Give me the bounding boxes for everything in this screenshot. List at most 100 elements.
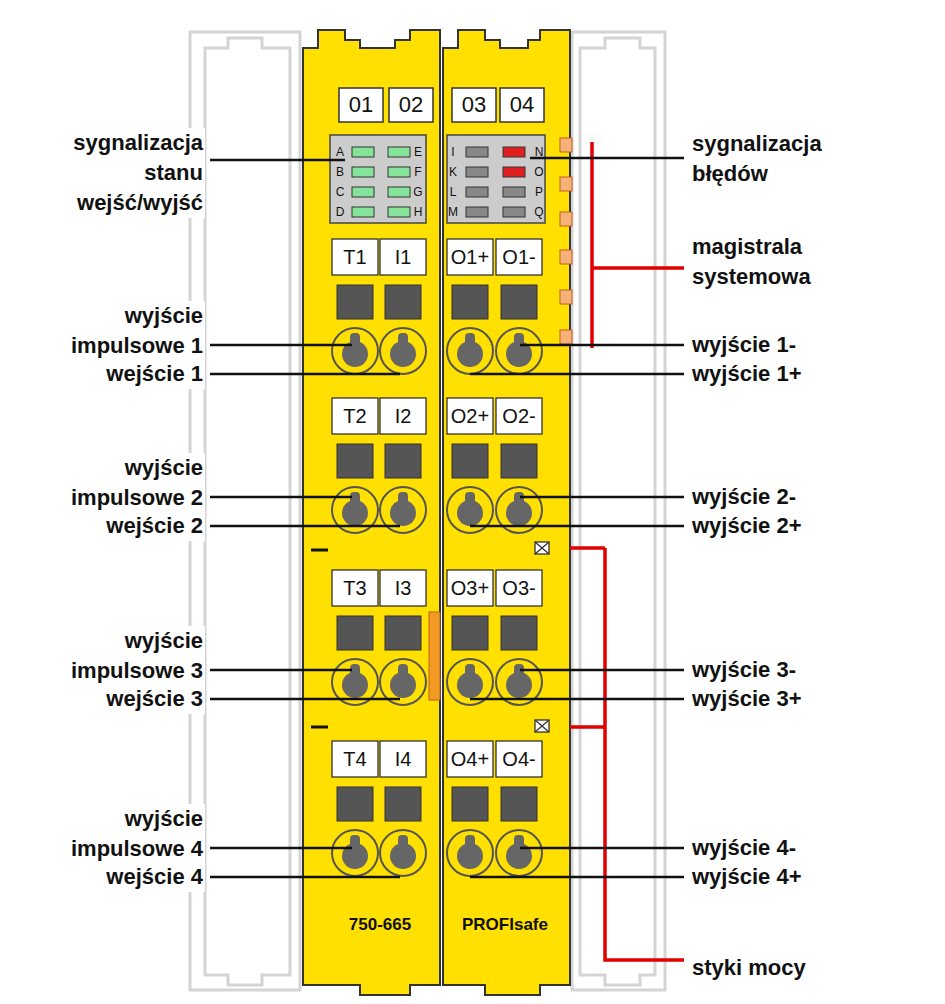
release-button bbox=[337, 285, 373, 319]
leader-line bbox=[210, 344, 352, 347]
clamp-opening bbox=[447, 328, 493, 374]
status-led bbox=[388, 167, 410, 177]
release-button bbox=[452, 616, 488, 650]
clamp-opening bbox=[380, 328, 426, 374]
led-letter: A bbox=[333, 144, 347, 160]
terminal-marker bbox=[332, 398, 378, 434]
clamp-opening bbox=[447, 830, 493, 876]
callout-text: wyjście impulsowe 3 bbox=[35, 626, 205, 686]
terminal-marker bbox=[447, 570, 493, 606]
leader-line bbox=[210, 876, 400, 879]
led-letter: K bbox=[446, 164, 460, 180]
clamp-slot bbox=[350, 492, 360, 506]
led-panel bbox=[447, 135, 545, 223]
leader-line bbox=[470, 876, 684, 879]
led-letter: I bbox=[446, 144, 460, 160]
terminal-name: O1- bbox=[496, 244, 542, 270]
callout-text: wyjście 3- bbox=[690, 655, 930, 685]
callout-text: wejście 4 bbox=[35, 862, 205, 892]
bus-contact bbox=[560, 138, 572, 344]
callout-text: wyjście 4- bbox=[690, 833, 930, 863]
release-button bbox=[337, 787, 373, 821]
led-letter: C bbox=[333, 184, 347, 200]
release-button bbox=[501, 444, 537, 478]
leader-line bbox=[520, 496, 684, 499]
clamp-opening bbox=[496, 328, 542, 374]
terminal-name: T1 bbox=[332, 244, 378, 270]
led-letter: H bbox=[411, 204, 425, 220]
terminal-marker bbox=[496, 570, 542, 606]
terminal-marker bbox=[380, 398, 426, 434]
callout-text: sygnalizacja błędów bbox=[690, 129, 890, 189]
error-led bbox=[503, 167, 525, 177]
release-button bbox=[452, 787, 488, 821]
module-body bbox=[303, 30, 570, 995]
clamp-opening bbox=[380, 830, 426, 876]
release-button bbox=[501, 616, 537, 650]
error-led bbox=[503, 207, 525, 217]
leader-line bbox=[520, 669, 684, 672]
terminal-name: O4- bbox=[496, 746, 542, 772]
terminal-marker bbox=[447, 239, 493, 275]
bracket bbox=[570, 142, 684, 960]
callout-text: wejście 3 bbox=[35, 684, 205, 714]
release-button bbox=[337, 444, 373, 478]
status-led bbox=[388, 147, 410, 157]
number-box bbox=[339, 88, 544, 122]
led-letter: D bbox=[333, 204, 347, 220]
leader-line bbox=[520, 344, 684, 347]
terminal-marker bbox=[447, 741, 493, 777]
power-contact bbox=[535, 542, 549, 732]
power-jumper bbox=[429, 612, 440, 700]
callout-text: wyjście 1- bbox=[690, 330, 930, 360]
callout-text: wyjście 4+ bbox=[690, 862, 930, 892]
terminal-marker bbox=[380, 239, 426, 275]
callout-text: wyjście 3+ bbox=[690, 684, 930, 714]
tick-mark bbox=[311, 550, 328, 727]
status-led bbox=[388, 187, 410, 197]
leader-line bbox=[470, 698, 684, 701]
leader-line bbox=[210, 373, 400, 376]
clamp-slot bbox=[465, 333, 475, 347]
callout-text: magistrala systemowa bbox=[690, 232, 890, 292]
clamp-slot bbox=[465, 492, 475, 506]
terminal-group bbox=[332, 239, 542, 876]
release-button bbox=[452, 444, 488, 478]
led-letter: L bbox=[446, 184, 460, 200]
callout-text: wyjście 2+ bbox=[690, 511, 930, 541]
leader-line bbox=[210, 669, 352, 672]
led-letter: M bbox=[446, 204, 460, 220]
terminal-name: I3 bbox=[380, 575, 426, 601]
leader-line bbox=[210, 525, 400, 528]
callout-text: wejście 2 bbox=[35, 511, 205, 541]
clamp-opening bbox=[332, 328, 378, 374]
terminal-name: O2- bbox=[496, 403, 542, 429]
callout-text: wyjście impulsowe 2 bbox=[35, 453, 205, 513]
clamp-slot bbox=[398, 492, 408, 506]
terminal-name: T4 bbox=[332, 746, 378, 772]
callout-text: styki mocy bbox=[690, 953, 930, 983]
release-button bbox=[385, 616, 421, 650]
leader-line bbox=[210, 847, 352, 850]
release-button bbox=[385, 444, 421, 478]
terminal-name: O4+ bbox=[447, 746, 493, 772]
callout-text: wyjście impulsowe 4 bbox=[35, 804, 205, 864]
status-led bbox=[352, 187, 374, 197]
led-panel bbox=[330, 135, 426, 223]
release-button bbox=[385, 285, 421, 319]
clamp-opening bbox=[332, 830, 378, 876]
status-led bbox=[388, 207, 410, 217]
terminal-marker bbox=[496, 398, 542, 434]
module-number: 02 bbox=[389, 92, 433, 118]
bus-name: PROFIsafe bbox=[449, 914, 561, 936]
clamp-slot bbox=[465, 664, 475, 678]
release-button bbox=[452, 285, 488, 319]
error-led bbox=[466, 187, 488, 197]
led-letter: N bbox=[532, 144, 546, 160]
terminal-name: O3+ bbox=[447, 575, 493, 601]
terminal-marker bbox=[447, 398, 493, 434]
leader-line bbox=[470, 373, 684, 376]
clamp-opening bbox=[496, 830, 542, 876]
leader-line bbox=[520, 847, 684, 850]
led-letter: E bbox=[411, 144, 425, 160]
